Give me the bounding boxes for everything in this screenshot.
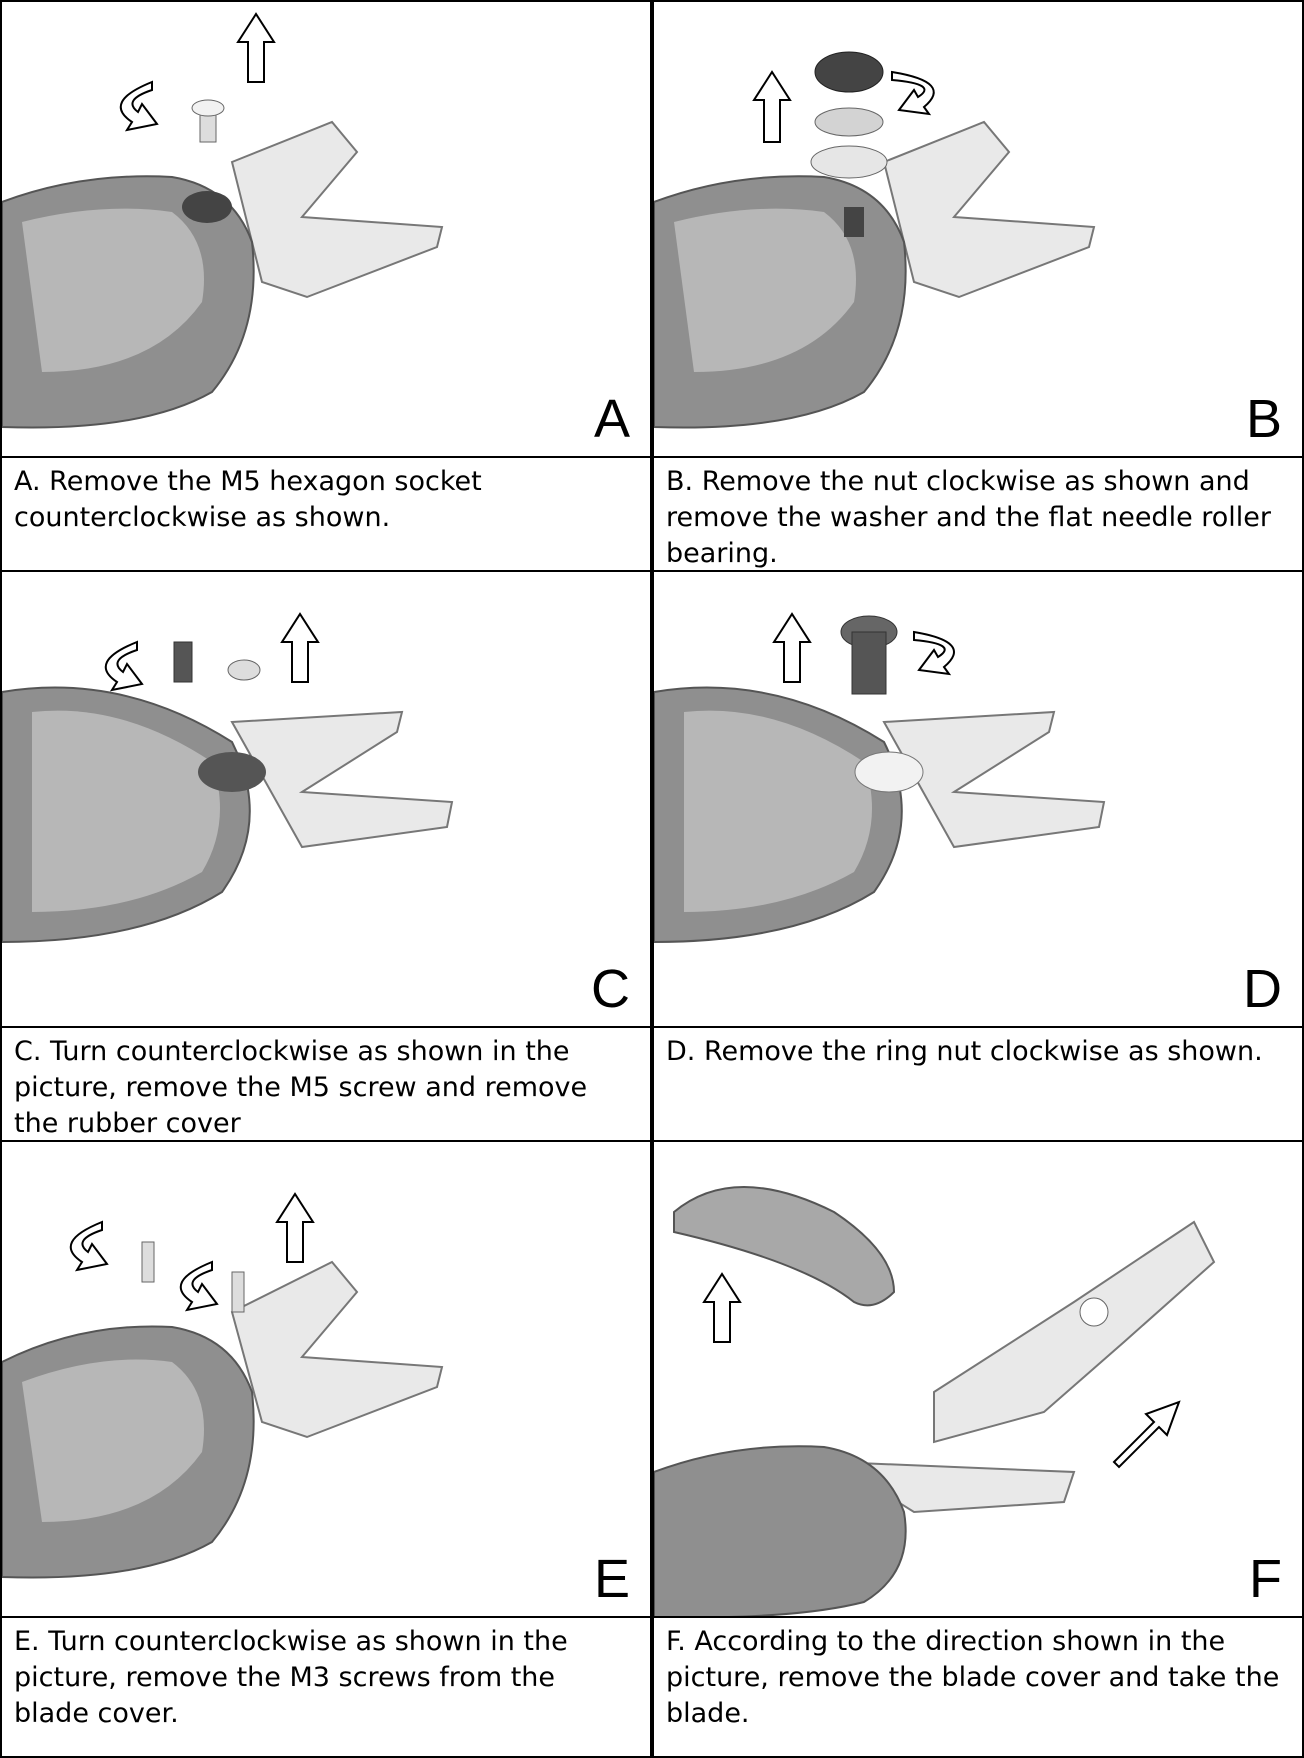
washer-stack-icon (811, 52, 887, 178)
panel-f-caption: F. According to the direction shown in t… (654, 1618, 1302, 1732)
blade-cover-icon (674, 1187, 894, 1305)
counterclockwise-arrow-icon (121, 82, 157, 130)
up-arrow-icon (277, 1194, 313, 1262)
panel-d-image: D (652, 570, 1304, 1028)
counterclockwise-arrow-icon (106, 642, 142, 690)
panel-d-caption-cell: D. Remove the ring nut clockwise as show… (652, 1026, 1304, 1142)
blade-c (232, 712, 452, 847)
rubber-cover-icon (228, 660, 260, 680)
tool-illustration-b (654, 2, 1304, 458)
ring-nut-icon (841, 616, 897, 694)
panel-letter-e: E (594, 1552, 630, 1606)
panel-d-caption: D. Remove the ring nut clockwise as show… (654, 1028, 1302, 1070)
blade-b (884, 122, 1094, 297)
panel-letter-c: C (591, 962, 630, 1016)
tool-body-f (654, 1446, 906, 1617)
panel-letter-d: D (1243, 962, 1282, 1016)
up-arrow-icon (238, 14, 274, 82)
tool-illustration-e (2, 1142, 652, 1618)
tool-illustration-c (2, 572, 652, 1028)
tool-illustration-a (2, 2, 652, 458)
blade-e (232, 1262, 442, 1437)
tool-body-d (654, 688, 923, 942)
tool-body-c (2, 688, 266, 942)
up-arrow-icon (754, 72, 790, 142)
panel-a-caption: A. Remove the M5 hexagon socket counterc… (2, 458, 650, 536)
tool-illustration-f (654, 1142, 1304, 1618)
panel-b-image: B (652, 0, 1304, 458)
counterclockwise-arrow-icon (71, 1222, 107, 1270)
panel-e-caption-cell: E. Turn counterclockwise as shown in the… (0, 1616, 652, 1758)
up-arrow-icon (774, 614, 810, 682)
up-arrow-icon (282, 614, 318, 682)
tool-body-b (654, 176, 906, 427)
panel-letter-b: B (1246, 392, 1282, 446)
panel-f-image: F (652, 1140, 1304, 1618)
panel-letter-a: A (594, 392, 630, 446)
tool-body-e (2, 1326, 254, 1577)
panel-e-image: E (0, 1140, 652, 1618)
panel-f-caption-cell: F. According to the direction shown in t… (652, 1616, 1304, 1758)
panel-a-caption-cell: A. Remove the M5 hexagon socket counterc… (0, 456, 652, 572)
screw-icon (192, 100, 224, 142)
tool-body-a (2, 176, 254, 427)
blade-a (232, 122, 442, 297)
clockwise-arrow-icon (892, 72, 934, 114)
panel-c-image: C (0, 570, 652, 1028)
screw-icon (174, 642, 192, 682)
panel-b-caption: B. Remove the nut clockwise as shown and… (654, 458, 1302, 572)
counterclockwise-arrow-icon-2 (181, 1262, 217, 1310)
panel-letter-f: F (1249, 1552, 1282, 1606)
tool-illustration-d (654, 572, 1304, 1028)
panel-e-caption: E. Turn counterclockwise as shown in the… (2, 1618, 650, 1732)
clockwise-arrow-icon (914, 632, 954, 674)
panel-c-caption-cell: C. Turn counterclockwise as shown in the… (0, 1026, 652, 1142)
up-arrow-icon (704, 1274, 740, 1342)
panel-c-caption: C. Turn counterclockwise as shown in the… (2, 1028, 650, 1142)
diagonal-arrow-icon (1114, 1402, 1179, 1467)
panel-a-image: A (0, 0, 652, 458)
panel-b-caption-cell: B. Remove the nut clockwise as shown and… (652, 456, 1304, 572)
